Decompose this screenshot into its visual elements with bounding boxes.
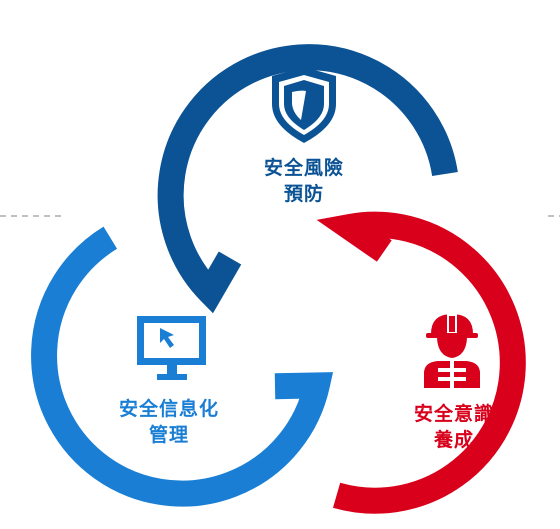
label-line-1: 安全風險 bbox=[263, 157, 344, 179]
label-line-1: 安全信息化 bbox=[118, 398, 219, 420]
label-line-2: 預防 bbox=[283, 183, 324, 205]
label-safety-risk-prevention: 安全風險 預防 bbox=[234, 155, 374, 207]
blue-cycle-arrow bbox=[31, 226, 334, 507]
label-line-2: 管理 bbox=[148, 424, 189, 446]
navy-cycle-arrow bbox=[157, 44, 458, 314]
label-safety-awareness-cultivation: 安全意識 養成 bbox=[384, 401, 524, 453]
label-line-1: 安全意識 bbox=[413, 403, 494, 425]
monitor-cursor-icon bbox=[137, 316, 206, 380]
shield-icon bbox=[272, 67, 336, 143]
red-cycle-arrow bbox=[316, 211, 526, 514]
hardhat-worker-icon bbox=[424, 314, 480, 388]
label-safety-information-management: 安全信息化 管理 bbox=[94, 396, 244, 448]
label-line-2: 養成 bbox=[433, 429, 474, 451]
